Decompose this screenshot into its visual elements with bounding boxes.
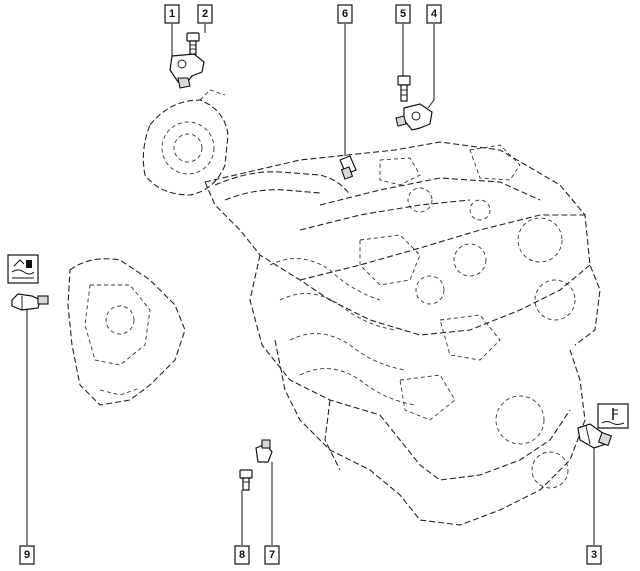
bolt-part-5	[397, 75, 411, 102]
sensor-part-3	[577, 423, 613, 449]
callout-9: 9	[19, 545, 35, 565]
callout-number: 8	[239, 549, 245, 561]
sensor-part-7	[255, 439, 273, 463]
engine-block-outline	[204, 141, 601, 526]
sensor-part-4	[395, 103, 433, 131]
throttle-housing-outline	[142, 89, 229, 196]
callout-number: 5	[400, 8, 406, 20]
left-housing-outline	[67, 258, 186, 406]
callout-box	[337, 4, 353, 24]
callout-box	[197, 4, 213, 24]
callout-box	[264, 545, 280, 565]
callout-box	[19, 545, 35, 565]
callout-box	[234, 545, 250, 565]
leader-lines	[26, 24, 595, 545]
callout-box	[426, 4, 442, 24]
callout-box	[395, 4, 411, 24]
bolt-part-2	[186, 32, 200, 55]
callout-8: 8	[234, 545, 250, 565]
callout-number: 1	[169, 8, 175, 20]
callout-6: 6	[337, 4, 353, 24]
sensor-part-9	[11, 293, 49, 311]
sensor-part-6	[339, 155, 357, 180]
callout-number: 9	[24, 549, 30, 561]
callout-number: 7	[269, 549, 275, 561]
callout-box	[164, 4, 180, 24]
callout-7: 7	[264, 545, 280, 565]
callout-number: 4	[431, 8, 438, 20]
callout-5: 5	[395, 4, 411, 24]
callout-number: 2	[202, 8, 208, 20]
callout-number: 6	[342, 8, 348, 20]
callout-labels: 1 2 3 4 5 6 7 8 9	[19, 4, 602, 565]
callout-3: 3	[586, 545, 602, 565]
callout-box	[586, 545, 602, 565]
callout-number: 3	[591, 549, 597, 561]
sensor-part-1	[169, 53, 205, 89]
coolant-temperature-icon	[597, 403, 629, 429]
callout-2: 2	[197, 4, 213, 24]
callout-4: 4	[426, 4, 442, 24]
bolt-part-8	[239, 469, 253, 491]
oil-level-warning-icon	[7, 254, 39, 284]
callout-1: 1	[164, 4, 180, 24]
